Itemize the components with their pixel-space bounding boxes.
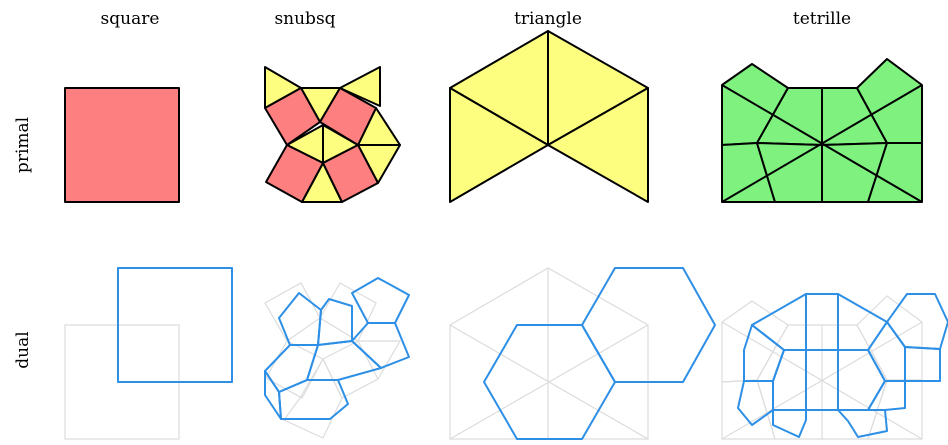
- dual-snubsq: [264, 277, 410, 439]
- tetrille-dual-cell: [772, 409, 807, 438]
- col-label-tetrille: tetrille: [793, 9, 851, 29]
- snubsq-dual-cell: [306, 340, 382, 381]
- col-label-snubsq: snubsq: [274, 9, 335, 29]
- snubsq-triangle: [339, 66, 381, 107]
- tetrille-ghost: [721, 379, 776, 440]
- snubsq-square: [319, 87, 377, 146]
- triangle-tile: [547, 87, 649, 203]
- tetrille-dual-cell: [867, 380, 906, 411]
- primal-square-tile: [64, 87, 180, 203]
- row-label-dual: dual: [13, 331, 33, 368]
- primal-snubsq: [264, 66, 401, 203]
- snubsq-ghost: [319, 282, 377, 342]
- tetrille-ghost: [856, 295, 923, 381]
- tetrille-dual-cell: [743, 324, 785, 382]
- tetrille-dual-cell: [867, 321, 906, 382]
- triangle-ghost: [449, 324, 649, 440]
- tetrille-dual-cell: [837, 409, 888, 438]
- col-label-square: square: [101, 9, 160, 29]
- snubsq-ghost: [283, 357, 343, 439]
- tetrille-dual-cell: [772, 349, 886, 411]
- snubsq-ghost: [322, 340, 379, 399]
- primal-triangle: [449, 30, 649, 203]
- primal-tetrille: [721, 58, 923, 203]
- snubsq-square: [265, 144, 324, 203]
- snubsq-ghost: [265, 340, 324, 399]
- row-label-primal: primal: [13, 117, 33, 173]
- snubsq-square: [322, 144, 379, 203]
- primal-square: [64, 87, 180, 203]
- tetrille-dual-cell: [904, 346, 941, 382]
- snubsq-dual-cell: [351, 322, 410, 369]
- dual-tetrille: [721, 293, 948, 440]
- col-label-triangle: triangle: [514, 9, 582, 29]
- snubsq-dual-cell: [317, 298, 353, 346]
- snubsq-ghost: [264, 282, 321, 342]
- dual-square-cell: [117, 267, 233, 383]
- dual-triangle: [449, 267, 716, 440]
- triangle-dual-hexagon: [581, 267, 716, 383]
- dual-square: [64, 267, 233, 440]
- tetrille-ghost: [721, 321, 923, 440]
- triangle-ghost: [449, 267, 649, 440]
- snubsq-dual-cell: [278, 379, 349, 420]
- snubsq-dual-cell: [351, 277, 410, 324]
- tetrille-dual-cell: [737, 380, 774, 426]
- tetrille-tile: [856, 58, 923, 144]
- triangle-tile: [449, 87, 549, 203]
- tetrille-edge: [721, 84, 923, 203]
